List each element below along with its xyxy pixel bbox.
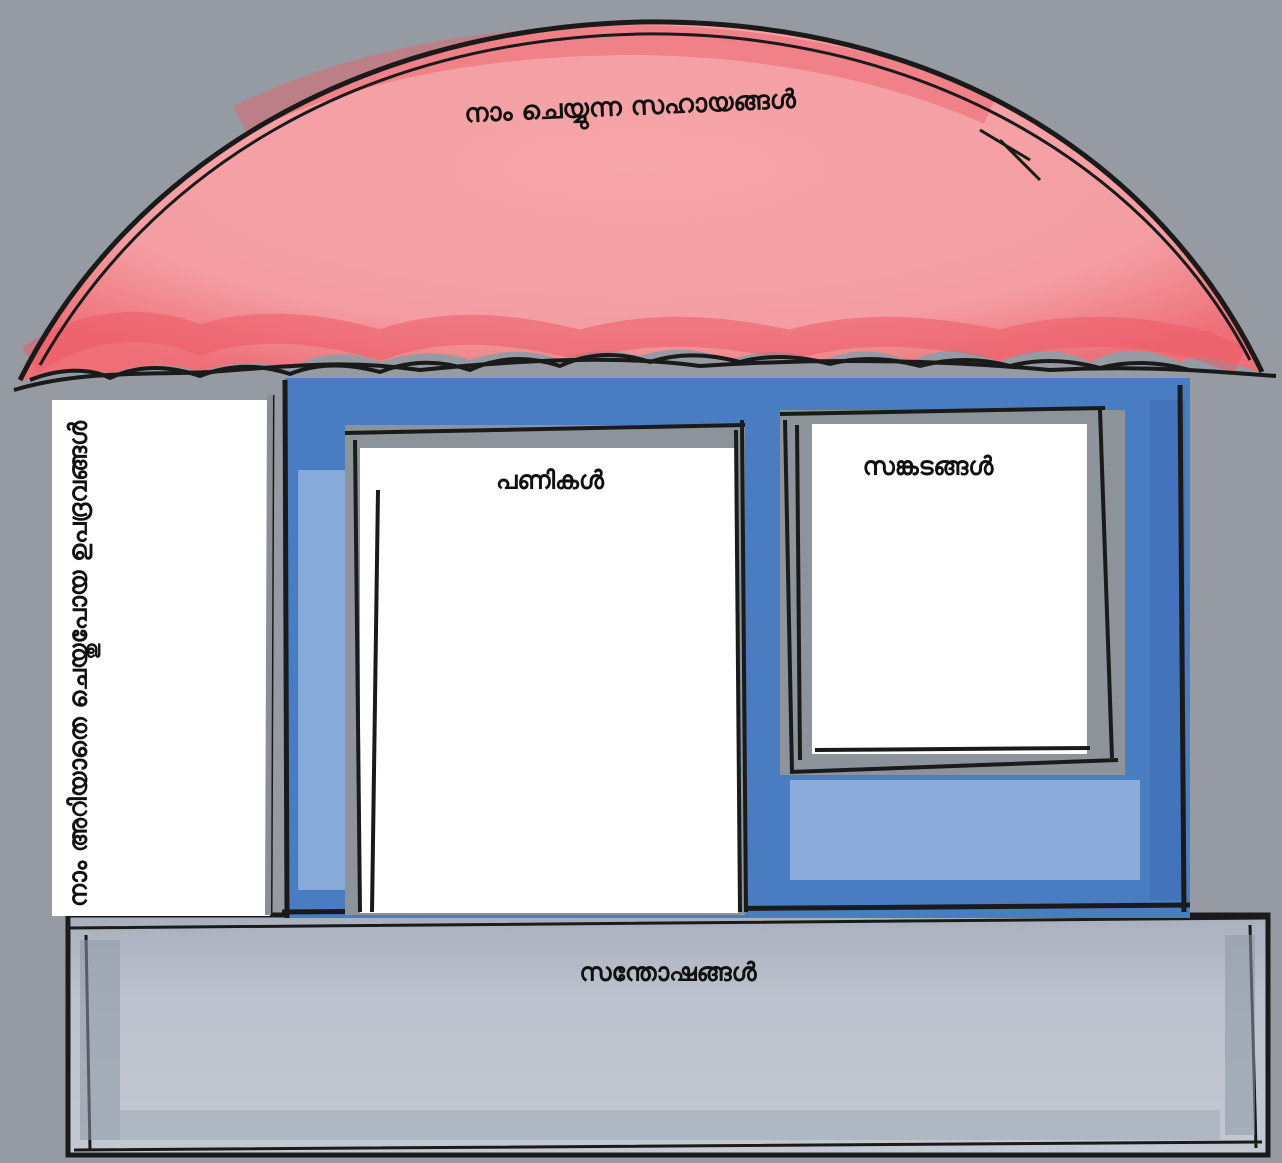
window-label: സങ്കടങ്ങൾ [863,454,994,479]
door-label: പണികൾ [496,468,604,493]
base-label: സന്തോഷങ്ങൾ [579,960,756,985]
pillar-label: നാം അറിയാതെ ചെയ്തുപോയ ഉപദ്രവങ്ങൾ [66,421,91,907]
base-platform [66,915,1270,1155]
roof [14,22,1276,390]
